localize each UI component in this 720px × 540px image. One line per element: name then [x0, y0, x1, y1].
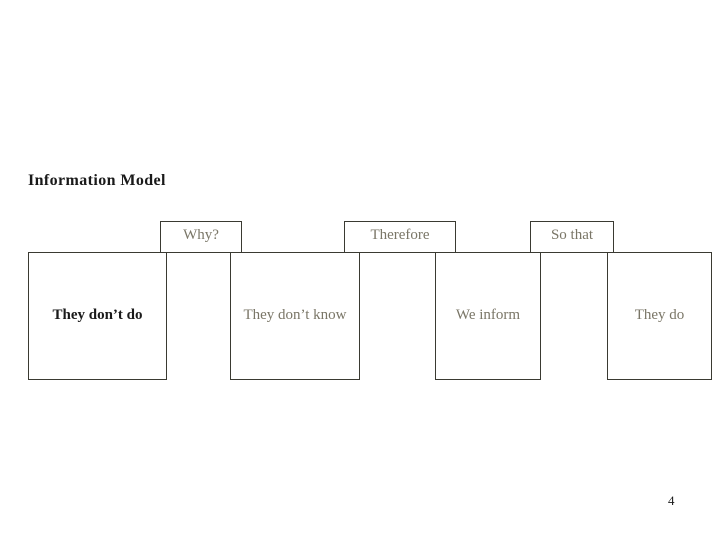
connector-box-so-that: So that: [530, 221, 614, 253]
main-box-label: They don’t know: [243, 307, 347, 324]
connector-box-label: Why?: [183, 227, 219, 244]
page-title: Information Model: [28, 172, 166, 189]
connector-box-label: Therefore: [370, 227, 430, 244]
main-box-label: We inform: [455, 307, 521, 324]
main-box-label: They don’t do: [52, 307, 143, 324]
main-box-they-dont-do: They don’t do: [28, 252, 167, 380]
connector-box-therefore: Therefore: [344, 221, 456, 253]
main-box-they-dont-know: They don’t know: [230, 252, 360, 380]
connector-box-why: Why?: [160, 221, 242, 253]
main-box-they-do: They do: [607, 252, 712, 380]
page-number: 4: [668, 493, 675, 508]
main-box-we-inform: We inform: [435, 252, 541, 380]
main-box-label: They do: [634, 307, 685, 324]
connector-box-label: So that: [550, 227, 594, 244]
